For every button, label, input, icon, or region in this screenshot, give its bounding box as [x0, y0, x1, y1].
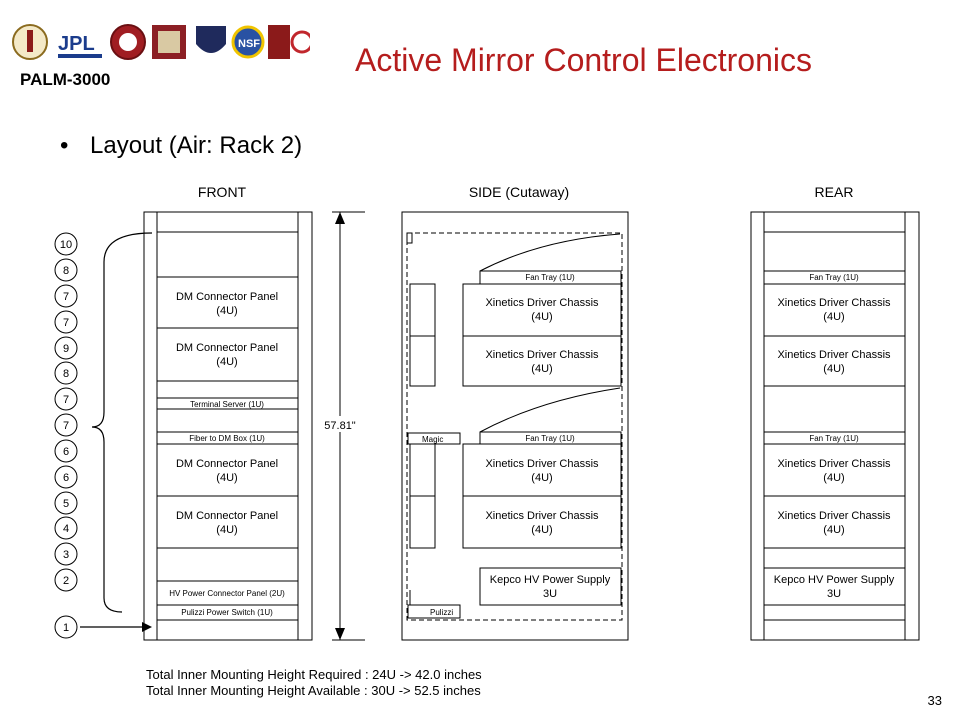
height-label: 57.81" [324, 420, 356, 432]
rear-kepco-size: 3U [827, 588, 841, 600]
unit-number: 1 [63, 622, 69, 634]
rear-xinetics-1: Xinetics Driver Chassis [777, 297, 891, 309]
front-label: FRONT [198, 184, 247, 200]
unit-number-circle: 9 [54, 336, 78, 360]
side-kepco-power-supply: Kepco HV Power Supply [490, 574, 611, 586]
caltech-seal-icon [12, 24, 48, 60]
svg-text:JPL: JPL [58, 33, 95, 55]
unit-number-circle: 8 [54, 258, 78, 282]
side-fan-tray-1: Fan Tray (1U) [525, 273, 575, 282]
hv-power-connector-panel: HV Power Connector Panel (2U) [169, 589, 285, 598]
rear-fan-tray-1: Fan Tray (1U) [809, 273, 859, 282]
unit-number-circle: 4 [54, 516, 78, 540]
unit-number-circle: 10 [54, 232, 78, 256]
rear-xinetics-4: Xinetics Driver Chassis [777, 510, 891, 522]
rear-xinetics-3-size: (4U) [823, 472, 844, 484]
height-dimension: 57.81" [318, 211, 365, 641]
dm-connector-panel-1-size: (4U) [216, 305, 237, 317]
nsf-logo-icon: NSF [231, 25, 265, 59]
side-xinetics-4: Xinetics Driver Chassis [485, 510, 599, 522]
unit-number-circle: 6 [54, 439, 78, 463]
logo-strip: JPL NSF [10, 20, 314, 68]
unit-number: 6 [63, 446, 69, 458]
bullet-item: • Layout (Air: Rack 2) [60, 132, 302, 160]
unit-number-circle: 2 [54, 568, 78, 592]
university-seal-icon [110, 24, 146, 60]
unit-number: 7 [63, 291, 69, 303]
dm-connector-panel-4-size: (4U) [216, 524, 237, 536]
page-number: 33 [927, 693, 942, 708]
unit-number: 8 [63, 368, 69, 380]
project-name: PALM-3000 [20, 70, 111, 89]
front-rack: DM Connector Panel (4U) DM Connector Pan… [143, 211, 313, 641]
crest-icon [152, 25, 186, 59]
unit-number: 3 [63, 549, 69, 561]
unit-number-circle: 7 [54, 310, 78, 334]
unit-number-circle: 7 [54, 387, 78, 411]
dm-connector-panel-2: DM Connector Panel [176, 342, 278, 354]
unit-number-circle: 5 [54, 491, 78, 515]
side-xinetics-4-size: (4U) [531, 524, 552, 536]
rear-rack: Fan Tray (1U) Xinetics Driver Chassis (4… [750, 211, 920, 641]
unit-number-circles: 10 8 7 7 9 8 7 7 6 6 5 4 3 2 1 [54, 232, 78, 639]
rear-kepco-power-supply: Kepco HV Power Supply [774, 574, 895, 586]
mounting-height-required: Total Inner Mounting Height Required : 2… [146, 667, 482, 682]
side-kepco-size: 3U [543, 588, 557, 600]
unit-number-circle: 7 [54, 284, 78, 308]
unit-number: 2 [63, 575, 69, 587]
rear-xinetics-1-size: (4U) [823, 311, 844, 323]
svg-text:NSF: NSF [238, 38, 260, 50]
unit-number: 7 [63, 420, 69, 432]
fiber-to-dm-box: Fiber to DM Box (1U) [189, 434, 265, 443]
side-pulizzi: Pulizzi [430, 608, 453, 617]
side-xinetics-3: Xinetics Driver Chassis [485, 458, 599, 470]
jpl-logo-icon: JPL [58, 33, 102, 58]
side-xinetics-2-size: (4U) [531, 363, 552, 375]
rear-xinetics-2-size: (4U) [823, 363, 844, 375]
side-xinetics-1: Xinetics Driver Chassis [485, 297, 599, 309]
unit-number: 4 [63, 523, 69, 535]
unit-number: 10 [60, 239, 72, 251]
unit-number-circle: 7 [54, 413, 78, 437]
terminal-server: Terminal Server (1U) [190, 400, 264, 409]
side-xinetics-2: Xinetics Driver Chassis [485, 349, 599, 361]
dm-connector-panel-3-size: (4U) [216, 472, 237, 484]
grouping-brace [91, 232, 153, 613]
dm-connector-panel-2-size: (4U) [216, 356, 237, 368]
amnh-logo-icon [268, 25, 290, 59]
unit-number-circle: 8 [54, 361, 78, 385]
pulizzi-power-switch: Pulizzi Power Switch (1U) [181, 608, 273, 617]
side-label: SIDE (Cutaway) [469, 184, 569, 200]
dm-connector-panel-3: DM Connector Panel [176, 458, 278, 470]
magic-label: Magic [422, 435, 443, 444]
dm-connector-panel-1: DM Connector Panel [176, 291, 278, 303]
rear-label: REAR [815, 184, 854, 200]
side-xinetics-3-size: (4U) [531, 472, 552, 484]
side-fan-tray-2: Fan Tray (1U) [525, 434, 575, 443]
unit-number: 7 [63, 394, 69, 406]
unit-number-circle: 3 [54, 542, 78, 566]
unit-number-circle: 1 [54, 615, 78, 639]
unit-number-circle: 6 [54, 465, 78, 489]
slide-title: Active Mirror Control Electronics [355, 42, 812, 78]
bullet-text: Layout (Air: Rack 2) [90, 132, 303, 159]
unit-number: 5 [63, 498, 69, 510]
rear-xinetics-4-size: (4U) [823, 524, 844, 536]
rear-xinetics-2: Xinetics Driver Chassis [777, 349, 891, 361]
unit-number: 7 [63, 317, 69, 329]
unit-number: 8 [63, 265, 69, 277]
rear-xinetics-3: Xinetics Driver Chassis [777, 458, 891, 470]
rear-fan-tray-2: Fan Tray (1U) [809, 434, 859, 443]
dm-connector-panel-4: DM Connector Panel [176, 510, 278, 522]
bullet-icon: • [60, 132, 69, 159]
unit-number: 6 [63, 472, 69, 484]
side-xinetics-1-size: (4U) [531, 311, 552, 323]
side-view: Magic Fan Tray (1U) Xinetics Driver Chas… [401, 211, 629, 641]
unit-number: 9 [63, 343, 69, 355]
mounting-height-available: Total Inner Mounting Height Available : … [146, 683, 481, 698]
institution-logos: JPL NSF [12, 24, 314, 60]
university-crest-icon [196, 26, 226, 53]
